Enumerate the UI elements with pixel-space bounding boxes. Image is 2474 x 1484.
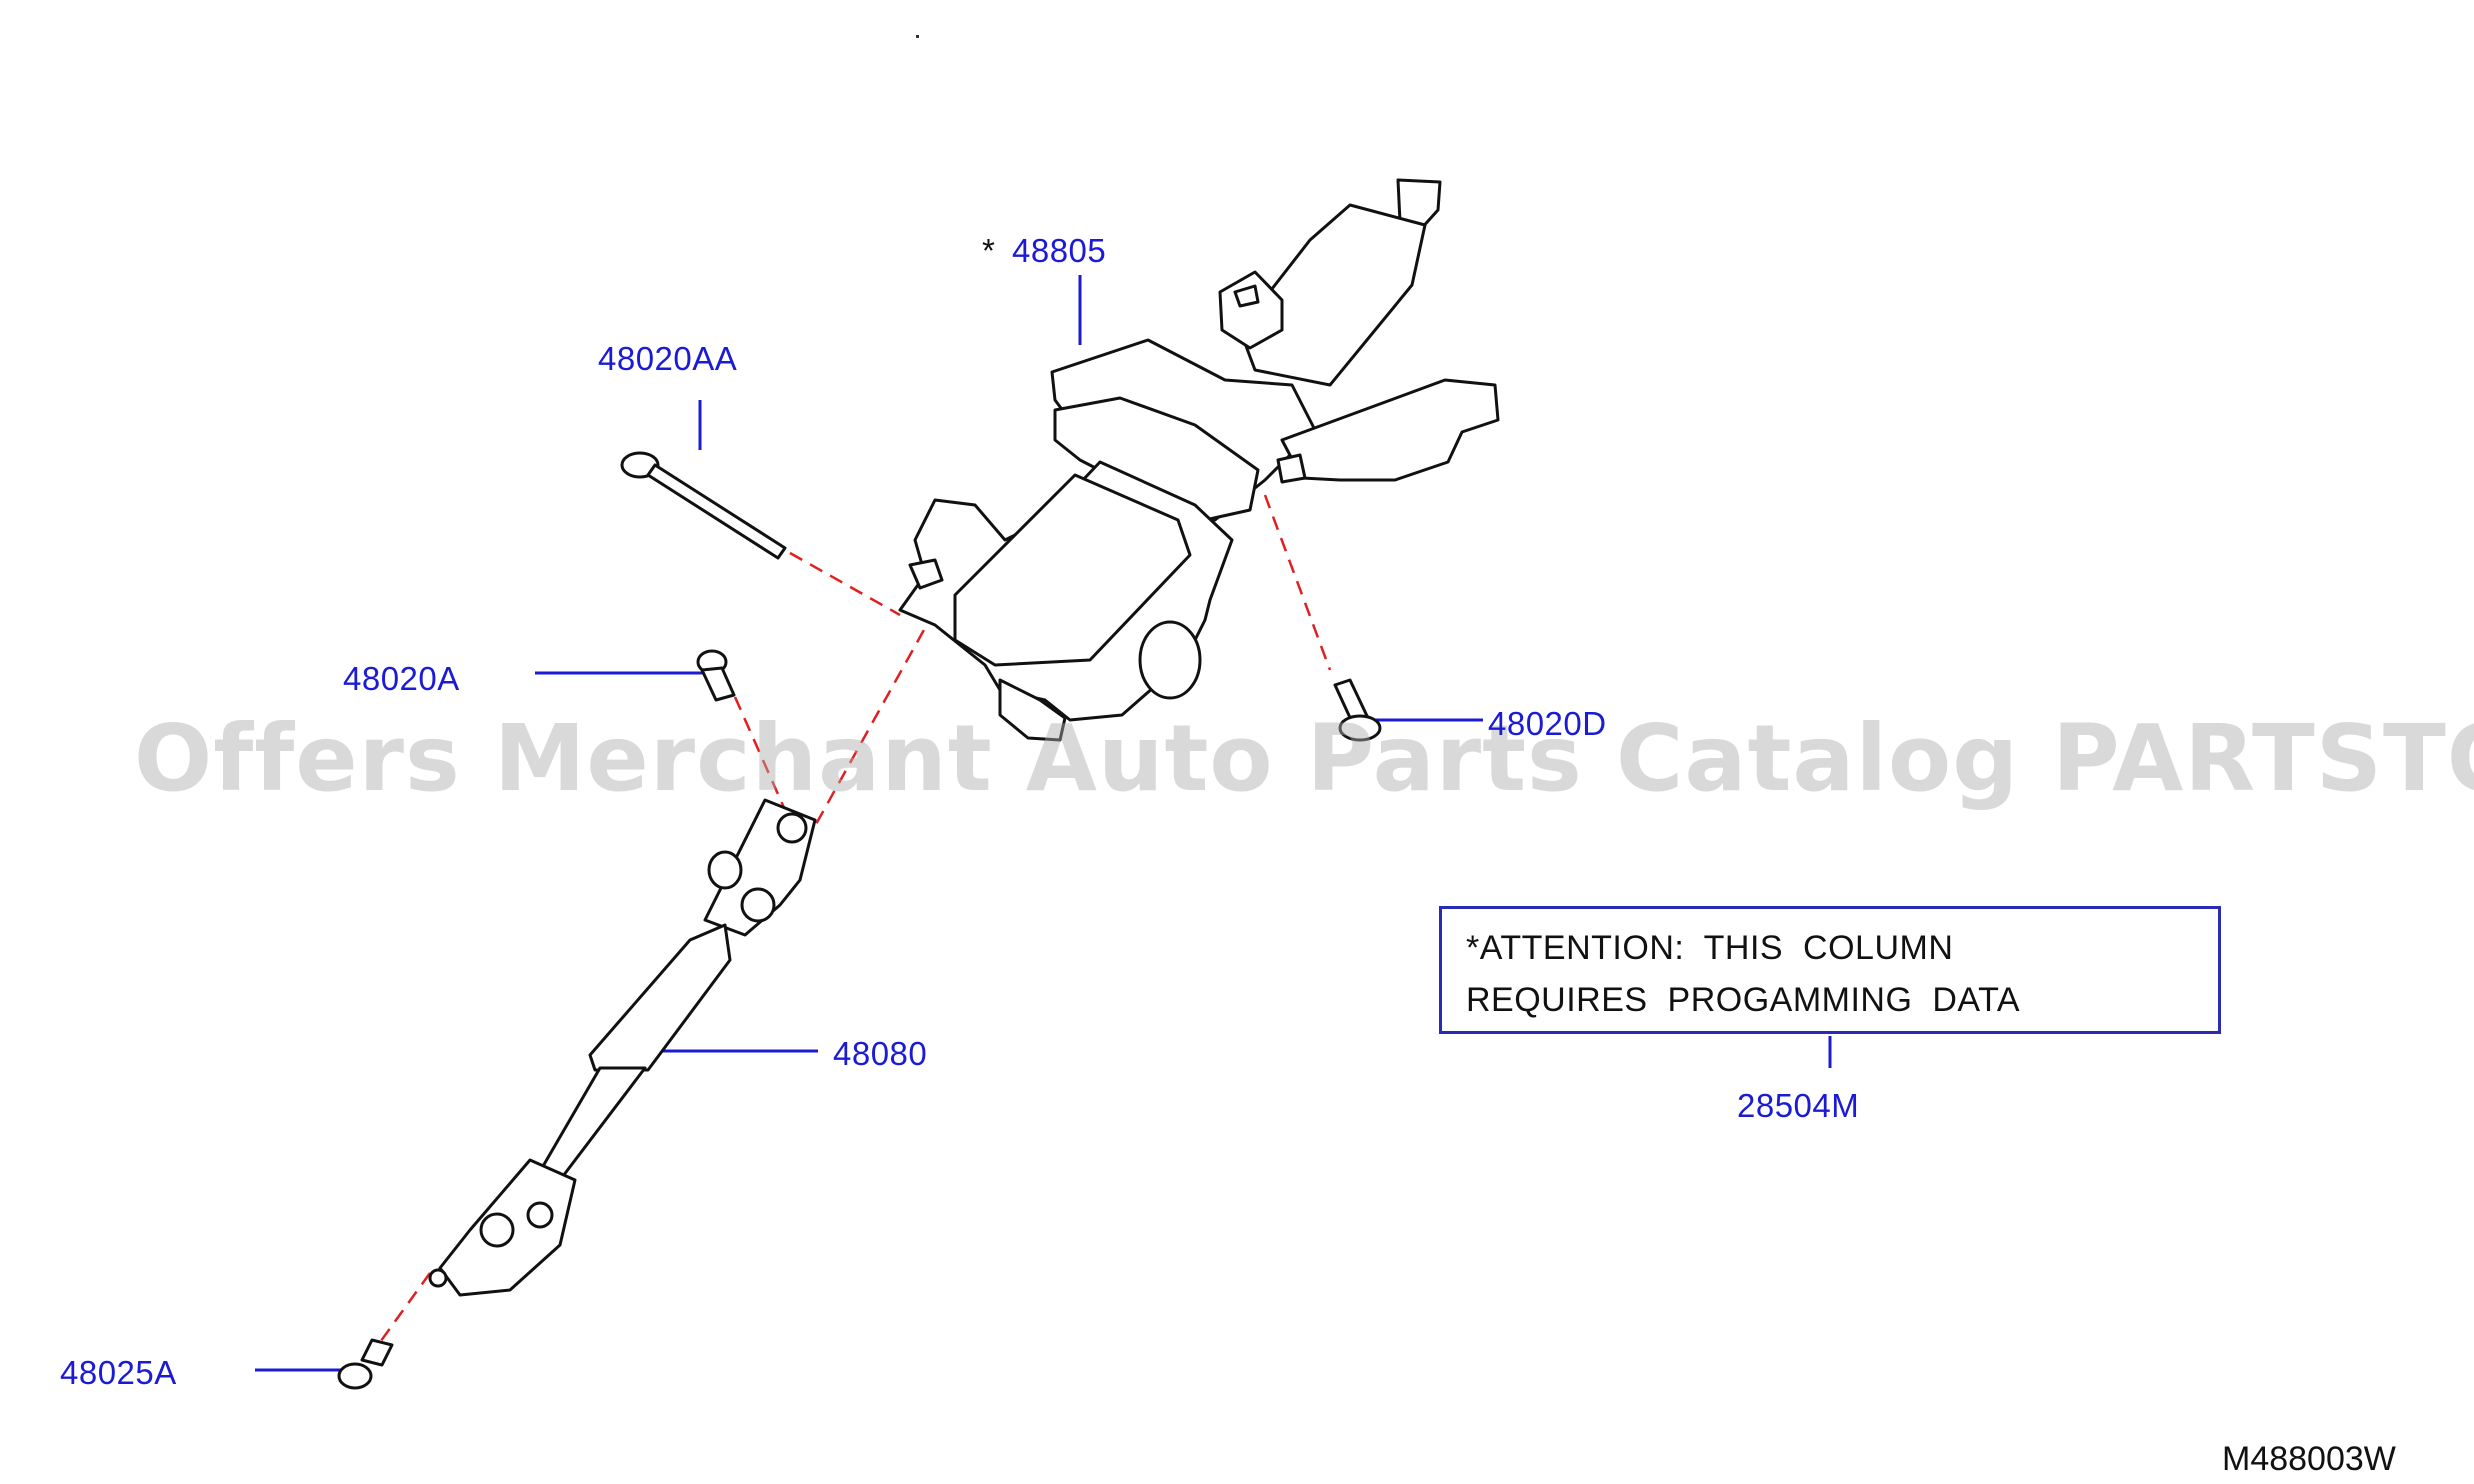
callout-48025A[interactable]: 48025A [60, 1354, 177, 1391]
leader-lines [255, 275, 1832, 1372]
intermediate-shaft-48080 [428, 798, 817, 1297]
nut-48020D [1333, 678, 1382, 742]
note-line-1: *ATTENTION: THIS COLUMN [1466, 929, 1954, 967]
dashed-guides [376, 494, 1332, 1346]
callout-48805[interactable]: 48805 [1012, 232, 1107, 269]
bolt-48020A [696, 649, 736, 702]
stray-dot [916, 35, 919, 38]
callout-28504M[interactable]: 28504M [1737, 1087, 1860, 1124]
callout-48020A[interactable]: 48020A [343, 660, 460, 697]
callout-48080[interactable]: 48080 [833, 1035, 928, 1072]
bolt-48020AA [620, 451, 787, 560]
watermark: Offers Merchant Auto Parts Catalog PARTS… [134, 705, 2474, 812]
callout-48020AA[interactable]: 48020AA [598, 340, 738, 377]
steering-column-48805 [898, 178, 1500, 742]
callout-48020D[interactable]: 48020D [1488, 705, 1607, 742]
attention-note-box: *ATTENTION: THIS COLUMN REQUIRES PROGAMM… [1439, 906, 2221, 1034]
diagram-code: M488003W [2222, 1440, 2396, 1478]
bolt-48025A [337, 1338, 394, 1390]
note-line-2: REQUIRES PROGAMMING DATA [1466, 981, 2021, 1019]
callout-48805-star: * [982, 232, 995, 269]
